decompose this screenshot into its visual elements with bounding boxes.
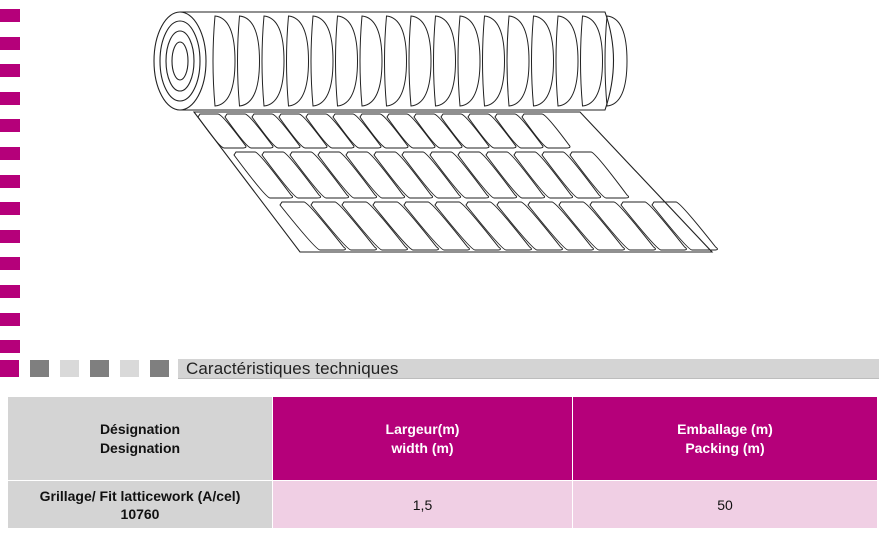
decorative-square xyxy=(0,174,20,188)
heading-square-magenta xyxy=(0,360,19,377)
heading-square-dark xyxy=(30,360,49,377)
decorative-square xyxy=(0,36,20,50)
header-line-fr: Largeur(m) xyxy=(385,420,460,437)
decorative-square xyxy=(0,340,20,354)
decorative-square xyxy=(0,312,20,326)
section-title-area: Caractéristiques techniques xyxy=(178,359,879,379)
decorative-side-strip xyxy=(0,0,22,380)
decorative-square xyxy=(0,91,20,105)
table-header-row: Désignation Designation Largeur(m) width… xyxy=(7,396,878,481)
header-designation: Désignation Designation xyxy=(7,396,273,481)
section-heading-bar: Caractéristiques techniques xyxy=(0,359,879,379)
header-width: Largeur(m) width (m) xyxy=(272,396,573,481)
header-line-fr: Désignation xyxy=(99,420,181,437)
decorative-square xyxy=(0,119,20,133)
heading-square-dark xyxy=(150,360,169,377)
cell-designation: Grillage/ Fit latticework (A/cel) 10760 xyxy=(7,480,273,529)
header-line-en: Packing (m) xyxy=(685,439,765,456)
decorative-square xyxy=(0,285,20,298)
rolled-lattice-mesh-illustration xyxy=(153,11,718,253)
cell-width: 1,5 xyxy=(272,480,573,529)
decorative-square xyxy=(0,257,20,271)
decorative-square xyxy=(0,147,20,160)
decorative-square xyxy=(0,9,20,22)
cell-packing: 50 xyxy=(572,480,878,529)
technical-specs-table: Désignation Designation Largeur(m) width… xyxy=(7,396,878,529)
header-line-fr: Emballage (m) xyxy=(677,420,773,437)
heading-square-light xyxy=(60,360,79,377)
header-packing: Emballage (m) Packing (m) xyxy=(572,396,878,481)
heading-square-dark xyxy=(90,360,109,377)
decorative-square xyxy=(0,229,20,243)
header-line-en: width (m) xyxy=(391,439,454,456)
heading-square-light xyxy=(120,360,139,377)
designation-code: 10760 xyxy=(120,505,160,522)
table-row: Grillage/ Fit latticework (A/cel) 10760 … xyxy=(7,480,878,529)
decorative-square xyxy=(0,202,20,216)
section-title: Caractéristiques techniques xyxy=(186,359,399,378)
header-line-en: Designation xyxy=(99,439,181,456)
designation-name: Grillage/ Fit latticework (A/cel) xyxy=(39,487,241,504)
decorative-square xyxy=(0,64,20,78)
